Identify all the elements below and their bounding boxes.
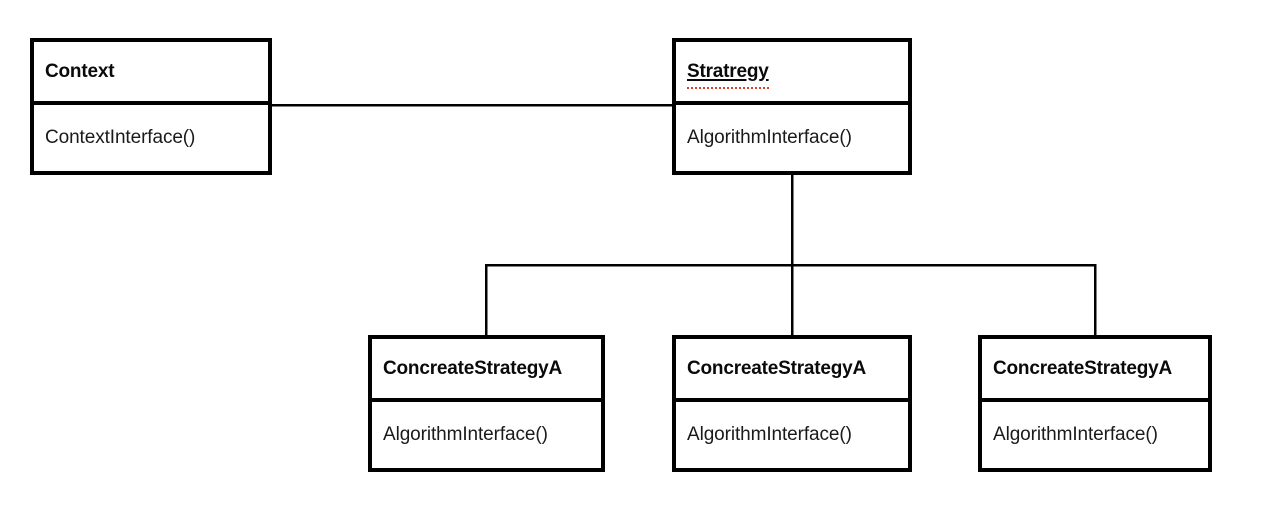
uml-class-name-row-strategy: Stratregy [676,42,908,105]
uml-class-members-row-concrete-a: AlgorithmInterface() [372,402,601,468]
uml-class-strategy[interactable]: Stratregy AlgorithmInterface() [672,38,912,175]
uml-class-members-row-context: ContextInterface() [34,105,268,171]
uml-class-name-row-context: Context [34,42,268,105]
uml-class-name-row-concrete-c: ConcreateStrategyA [982,339,1208,402]
uml-class-member-context-0: ContextInterface() [45,127,196,148]
uml-class-name-row-concrete-b: ConcreateStrategyA [676,339,908,402]
uml-class-member-concrete-c-0: AlgorithmInterface() [993,424,1158,445]
uml-class-title-concrete-a: ConcreateStrategyA [383,357,563,379]
uml-class-members-row-strategy: AlgorithmInterface() [676,105,908,171]
uml-class-concrete-strategy-c[interactable]: ConcreateStrategyA AlgorithmInterface() [978,335,1212,472]
uml-class-member-concrete-a-0: AlgorithmInterface() [383,424,548,445]
uml-class-members-row-concrete-b: AlgorithmInterface() [676,402,908,468]
uml-class-title-concrete-c: ConcreateStrategyA [993,357,1173,379]
uml-class-concrete-strategy-b[interactable]: ConcreateStrategyA AlgorithmInterface() [672,335,912,472]
uml-class-title-strategy: Stratregy [687,60,769,89]
uml-class-concrete-strategy-a[interactable]: ConcreateStrategyA AlgorithmInterface() [368,335,605,472]
uml-class-title-concrete-b: ConcreateStrategyA [687,357,867,379]
uml-class-member-concrete-b-0: AlgorithmInterface() [687,424,852,445]
uml-class-title-context: Context [45,60,115,82]
uml-class-context[interactable]: Context ContextInterface() [30,38,272,175]
uml-class-members-row-concrete-c: AlgorithmInterface() [982,402,1208,468]
uml-class-member-strategy-0: AlgorithmInterface() [687,127,852,148]
uml-class-name-row-concrete-a: ConcreateStrategyA [372,339,601,402]
